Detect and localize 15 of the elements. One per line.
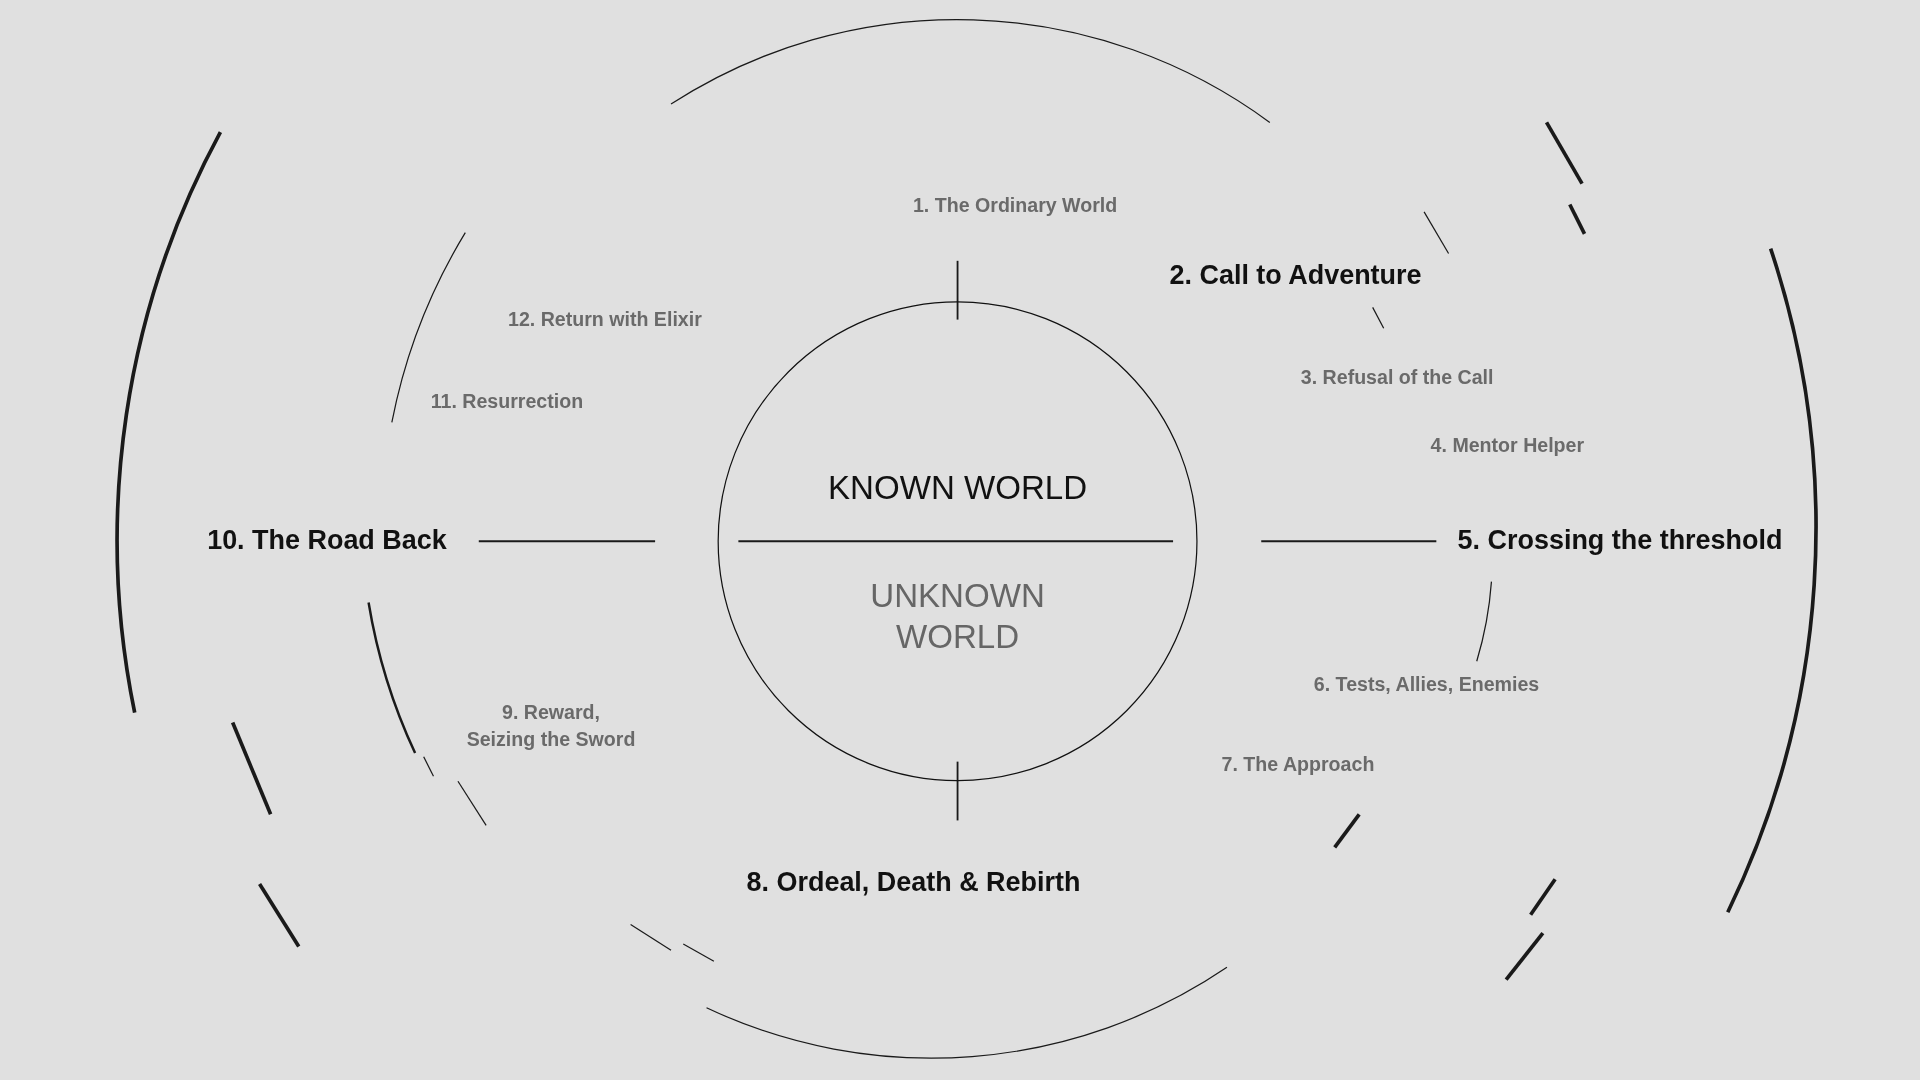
region-label: UNKNOWN WORLD [869,576,1046,658]
stage-label: 3. Refusal of the Call [1300,367,1494,390]
stage-label: 11. Resurrection [430,390,584,413]
stage-label: 10. The Road Back [207,524,447,556]
stage-label: 12. Return with Elixir [508,308,702,331]
stage-label: 5. Crossing the threshold [1457,524,1783,556]
region-label: KNOWN WORLD [827,468,1089,509]
stage-label: 4. Mentor Helper [1430,434,1585,457]
stage-label: 9. Reward, Seizing the Sword [465,700,637,752]
stage-label: 2. Call to Adventure [1169,259,1422,292]
world-circle [717,301,1198,782]
stage-label: 6. Tests, Allies, Enemies [1313,673,1540,696]
stage-label: 7. The Approach [1221,754,1375,777]
stage-label: 8. Ordeal, Death & Rebirth [746,866,1081,899]
stage-label: 1. The Ordinary World [912,194,1118,217]
